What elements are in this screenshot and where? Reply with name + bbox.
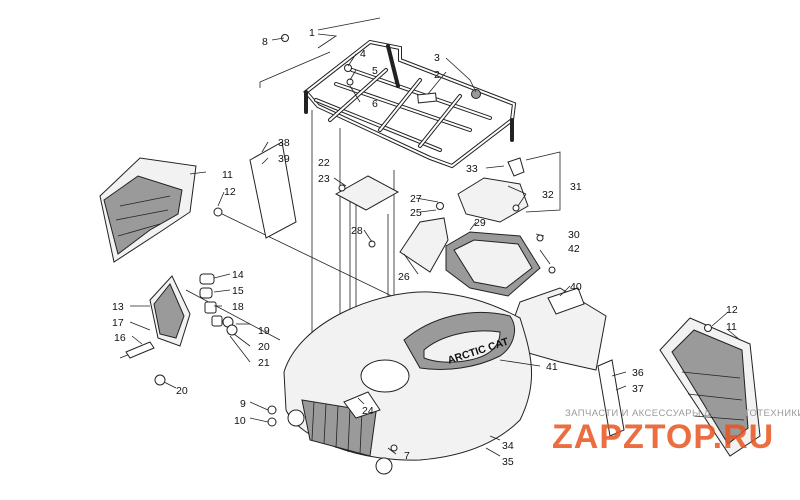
callout-15: 15 <box>232 285 244 297</box>
watermark-tagline: ЗАПЧАСТИ И АКСЕССУАРЫ ДЛЯ МОТОТЕХНИКИ <box>565 408 800 419</box>
leader-lines <box>129 17 741 457</box>
callout-37: 37 <box>632 383 644 395</box>
splash-panel-left[interactable] <box>249 141 297 239</box>
callout-5: 5 <box>372 65 378 77</box>
callout-4: 4 <box>360 48 366 60</box>
callout-40: 40 <box>570 281 582 293</box>
callout-23: 23 <box>318 173 330 185</box>
callout-21: 21 <box>258 357 270 369</box>
callout-1: 1 <box>309 27 315 39</box>
callout-11-right: 11 <box>726 321 737 333</box>
callout-24: 24 <box>362 405 374 417</box>
storage-tray[interactable] <box>368 202 541 297</box>
callout-10: 10 <box>234 415 246 427</box>
callout-38: 38 <box>278 137 290 149</box>
callout-22: 22 <box>318 157 330 169</box>
left-side-panel[interactable] <box>99 157 223 263</box>
callout-12-right: 12 <box>726 304 738 316</box>
splash-panel-right[interactable] <box>597 359 625 437</box>
callout-12-left: 12 <box>224 186 236 198</box>
callout-19: 19 <box>258 325 270 337</box>
callout-16: 16 <box>114 332 126 344</box>
right-side-panel[interactable] <box>659 317 761 457</box>
front-fender[interactable]: ARCTIC CAT <box>283 291 532 475</box>
callout-27: 27 <box>410 193 422 205</box>
callout-31: 31 <box>570 181 582 193</box>
callout-labels: 1 2 3 4 5 6 7 8 9 10 11 12 11 12 13 14 1… <box>112 27 738 468</box>
callout-32: 32 <box>542 189 554 201</box>
rack-hardware <box>281 34 481 104</box>
callout-33: 33 <box>466 163 478 175</box>
callout-41: 41 <box>546 361 558 373</box>
callout-35: 35 <box>502 456 514 468</box>
callout-7: 7 <box>404 450 410 462</box>
fender-hardware <box>267 405 277 427</box>
callout-3: 3 <box>434 52 440 64</box>
callout-26: 26 <box>398 271 410 283</box>
callout-25: 25 <box>410 207 422 219</box>
right-fender-extension[interactable] <box>503 234 607 371</box>
watermark-site: ZAPZTOP.RU <box>552 418 774 456</box>
callout-8: 8 <box>262 36 268 48</box>
callout-28: 28 <box>351 225 363 237</box>
callout-18: 18 <box>232 301 244 313</box>
access-cover[interactable] <box>334 175 400 211</box>
front-rack[interactable] <box>303 39 517 169</box>
callout-11-left: 11 <box>222 169 233 181</box>
callout-36: 36 <box>632 367 644 379</box>
callout-17: 17 <box>112 317 124 329</box>
callout-29: 29 <box>474 217 486 229</box>
callout-2: 2 <box>434 69 440 81</box>
watermark-logo: ZAPZTOP.RU <box>552 418 774 456</box>
storage-lid[interactable] <box>457 157 529 223</box>
callout-42: 42 <box>568 243 580 255</box>
callout-13: 13 <box>112 301 124 313</box>
callout-20-lower: 20 <box>176 385 188 397</box>
callout-6: 6 <box>372 98 378 110</box>
front-hitch-assembly[interactable] <box>119 273 238 386</box>
callout-39: 39 <box>278 153 290 165</box>
callout-30: 30 <box>568 229 580 241</box>
callout-20-upper: 20 <box>258 341 270 353</box>
callout-14: 14 <box>232 269 244 281</box>
callout-9: 9 <box>240 398 246 410</box>
callout-34: 34 <box>502 440 514 452</box>
